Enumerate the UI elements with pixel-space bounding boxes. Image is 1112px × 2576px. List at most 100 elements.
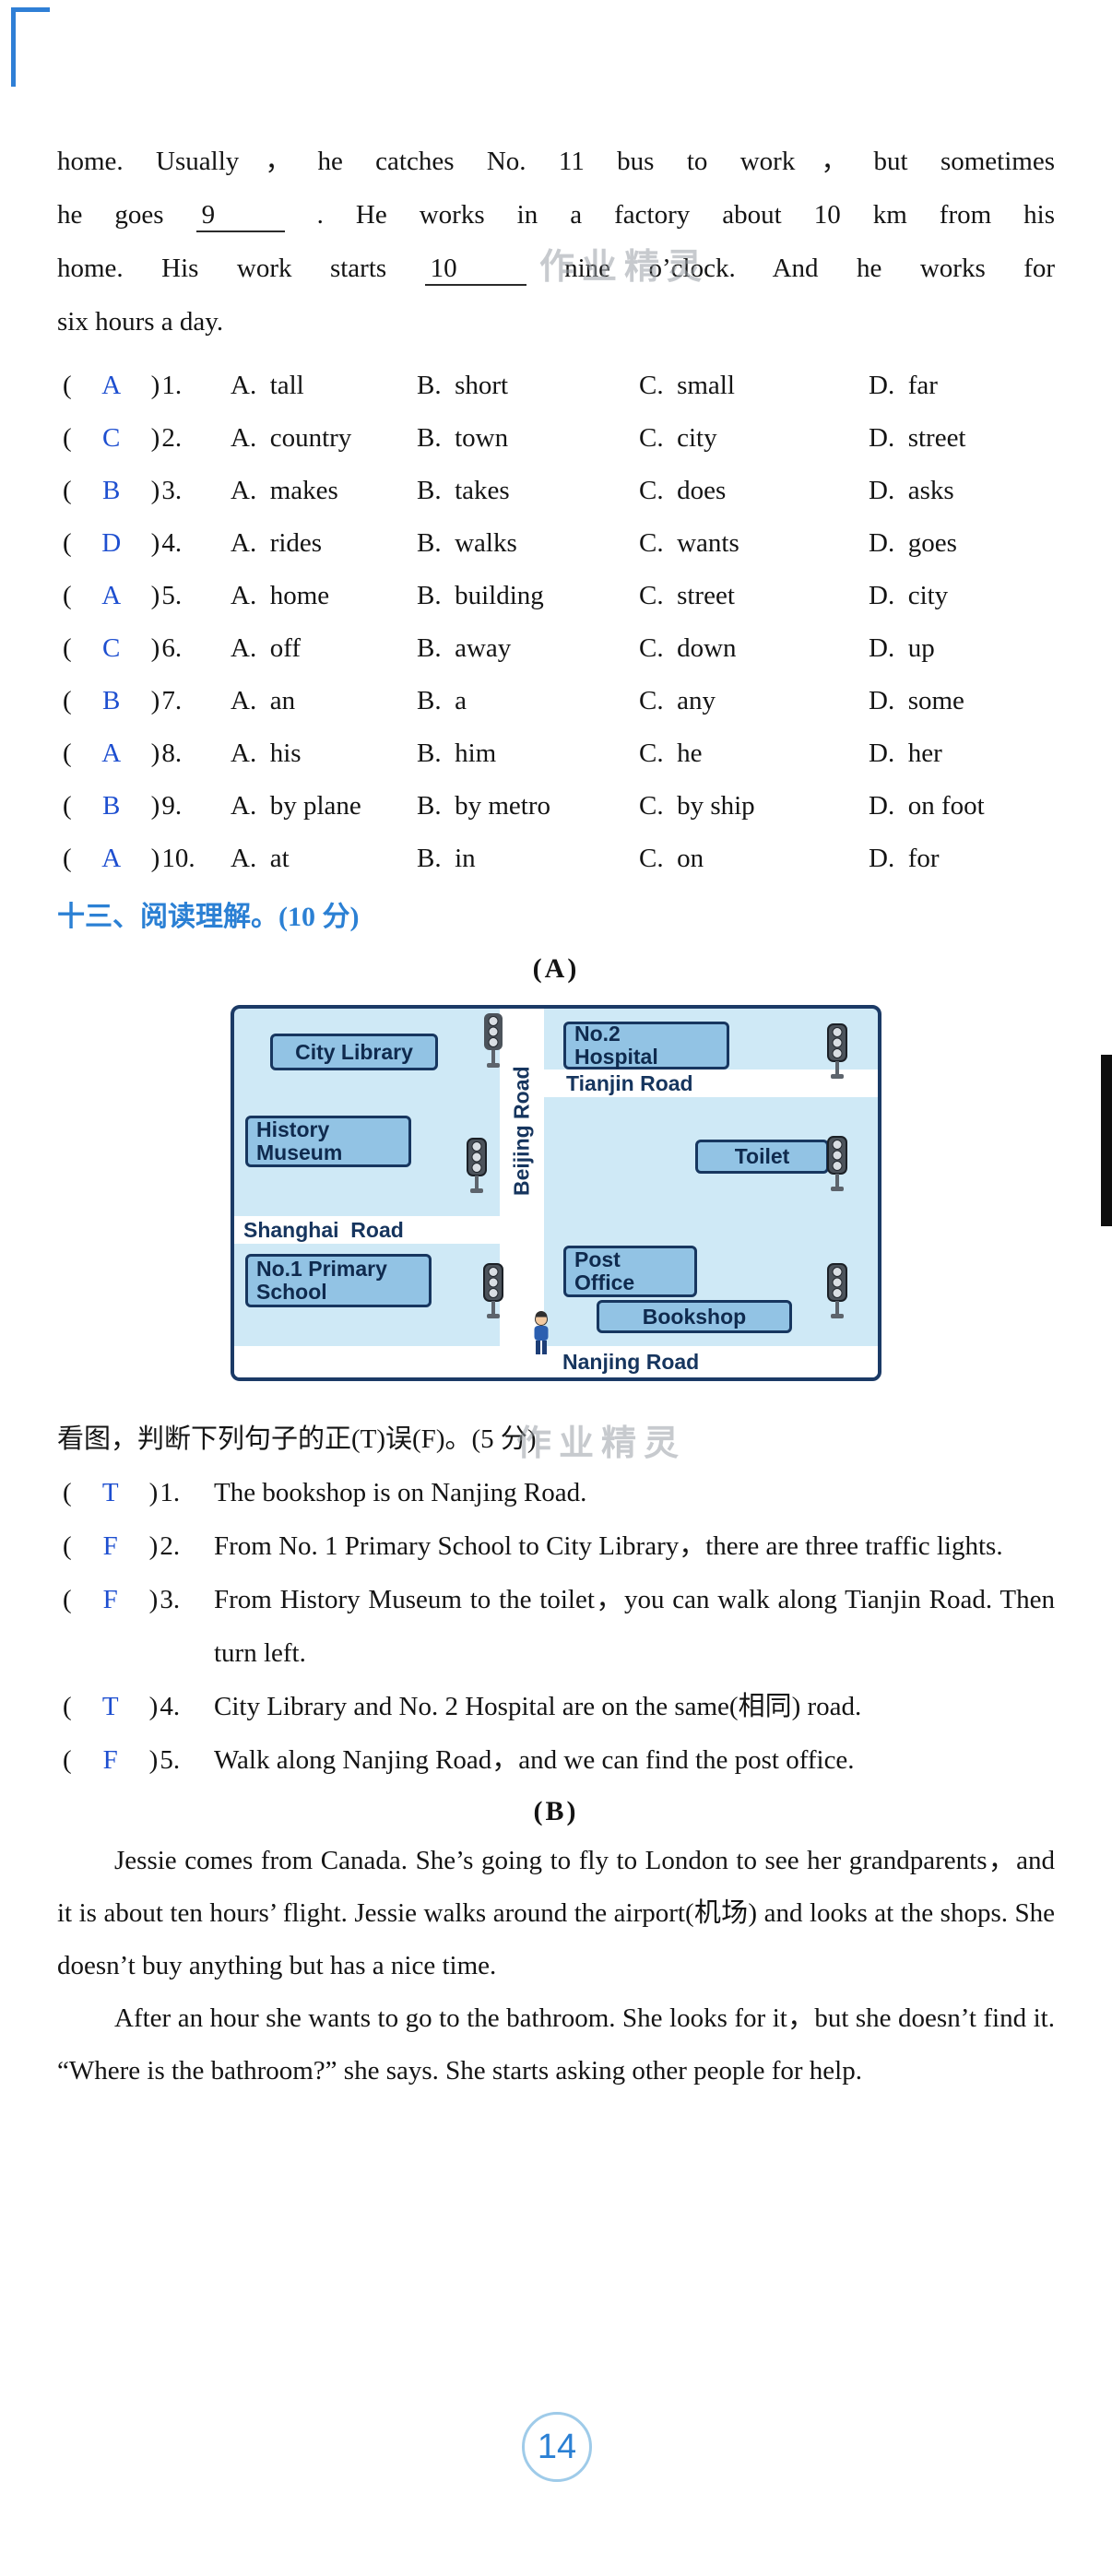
mc-row-8: (A)8. A. his B. him C. he D. her bbox=[57, 727, 1055, 780]
mc-number: 8. bbox=[161, 739, 183, 768]
mc-answer: A bbox=[101, 739, 122, 768]
mc-option-a: A. by plane bbox=[231, 791, 361, 821]
traffic-light-icon bbox=[825, 1263, 849, 1320]
mc-option-a: A. an bbox=[231, 686, 296, 715]
paren-open: ( bbox=[63, 528, 72, 558]
mc-row-1: (A)1. A. tall B. short C. small D. far bbox=[57, 360, 1055, 412]
tf-text: City Library and No. 2 Hospital are on t… bbox=[214, 1692, 862, 1721]
mc-option-c: C. city bbox=[639, 423, 717, 453]
multiple-choice-list: (A)1. A. tall B. short C. small D. far (… bbox=[57, 360, 1055, 885]
passage-b-paragraph-1: Jessie comes from Canada. She’s going to… bbox=[57, 1846, 1055, 1980]
mc-answer: C bbox=[102, 423, 121, 453]
passage-line: home. Usually，he catches No. 11 bus to w… bbox=[57, 147, 1055, 176]
building-label: No.1 Primary bbox=[256, 1257, 387, 1282]
tf-answer: T bbox=[101, 1478, 119, 1507]
tf-row-4: (T)4. City Library and No. 2 Hospital ar… bbox=[57, 1680, 1055, 1733]
mc-option-c: C. down bbox=[639, 633, 737, 663]
mc-answer: A bbox=[101, 844, 122, 873]
paren-open: ( bbox=[63, 1478, 72, 1507]
tf-row-5: (F)5. Walk along Nanjing Road，and we can… bbox=[57, 1733, 1055, 1787]
tf-answer-cell: (T)4. bbox=[57, 1680, 214, 1733]
mc-answer-cell: (C)2. bbox=[57, 412, 231, 465]
paren-close: ) bbox=[150, 528, 160, 558]
mc-option-a: A. rides bbox=[231, 528, 323, 558]
mc-option-d: D. goes bbox=[869, 528, 957, 558]
road-tianjin: Tianjin Road bbox=[544, 1069, 878, 1097]
paren-open: ( bbox=[63, 1585, 72, 1614]
paren-open: ( bbox=[63, 791, 72, 821]
mc-answer-cell: ( A)8. bbox=[57, 727, 231, 780]
mc-answer: D bbox=[101, 528, 122, 558]
building-label: Bookshop bbox=[642, 1304, 747, 1329]
mc-option-a: A. country bbox=[231, 423, 352, 453]
tf-answer: F bbox=[102, 1585, 118, 1614]
paren-open: ( bbox=[63, 1692, 72, 1721]
mc-row-5: (A)5. A. home B. building C. street D. c… bbox=[57, 570, 1055, 622]
mc-option-c: C. does bbox=[639, 476, 727, 505]
mc-option-b: B. takes bbox=[417, 476, 510, 505]
building-bookshop: Bookshop bbox=[597, 1300, 792, 1333]
road-shanghai: Shanghai Road bbox=[234, 1216, 500, 1244]
paren-open: ( bbox=[63, 1745, 72, 1775]
building-history-museum: History Museum bbox=[245, 1116, 411, 1167]
building-no2-hospital: No.2 Hospital bbox=[563, 1022, 729, 1069]
mc-row-6: (C)6. A. off B. away C. down D. up bbox=[57, 622, 1055, 675]
mc-number: 6. bbox=[161, 633, 183, 663]
paren-open: ( bbox=[63, 1531, 72, 1561]
tf-answer-cell: ( F)2. bbox=[57, 1519, 214, 1573]
part-b-label: (B) bbox=[533, 1796, 579, 1826]
road-label-beijing: Beijing Road bbox=[509, 1066, 534, 1197]
mc-answer: C bbox=[102, 633, 121, 663]
mc-row-7: (B)7. A. an B. a C. any D. some bbox=[57, 675, 1055, 727]
street-map: Tianjin Road Shanghai Road Nanjing Road … bbox=[231, 1005, 881, 1381]
mc-option-a: A. tall bbox=[231, 371, 304, 400]
mc-answer-cell: (A)5. bbox=[57, 570, 231, 622]
corner-decoration bbox=[11, 7, 50, 87]
mc-option-b: B. building bbox=[417, 581, 544, 610]
building-label: Toilet bbox=[734, 1144, 790, 1169]
mc-number: 4. bbox=[161, 528, 183, 558]
mc-option-d: D. far bbox=[869, 371, 938, 400]
paren-open: ( bbox=[63, 371, 72, 400]
mc-answer-cell: (B)9. bbox=[57, 780, 231, 833]
mc-answer-cell: (B)7. bbox=[57, 675, 231, 727]
mc-option-a: A. his bbox=[231, 739, 302, 768]
tf-text: From No. 1 Primary School to City Librar… bbox=[214, 1531, 1003, 1561]
person-icon bbox=[527, 1311, 555, 1362]
paren-close: ) bbox=[150, 844, 160, 873]
mc-number: 9. bbox=[161, 791, 183, 821]
passage-text: he goes bbox=[57, 200, 164, 230]
traffic-light-icon bbox=[481, 1012, 505, 1069]
mc-option-c: C. wants bbox=[639, 528, 739, 558]
mc-answer: A bbox=[101, 371, 122, 400]
mc-answer: B bbox=[102, 791, 121, 821]
passage-b-paragraph-2: After an hour she wants to go to the bat… bbox=[57, 2003, 1055, 2086]
mc-option-a: A. at bbox=[231, 844, 290, 873]
paren-close: ) bbox=[148, 1531, 159, 1561]
tf-number: 3. bbox=[160, 1585, 181, 1614]
passage-line: he goes 9 . He works in a factory about … bbox=[57, 188, 1055, 242]
traffic-light-icon bbox=[481, 1263, 505, 1320]
tf-number: 2. bbox=[160, 1531, 181, 1561]
traffic-light-icon bbox=[825, 1136, 849, 1193]
mc-option-d: D. city bbox=[869, 581, 949, 610]
cloze-blank-9: 9 bbox=[195, 201, 285, 232]
paren-close: ) bbox=[150, 739, 160, 768]
mc-option-a: A. off bbox=[231, 633, 301, 663]
mc-number: 10. bbox=[161, 844, 195, 873]
paren-open: ( bbox=[63, 423, 72, 453]
part-a-label: (A) bbox=[532, 953, 580, 984]
tf-answer-cell: (T)1. bbox=[57, 1466, 214, 1519]
mc-option-d: D. her bbox=[869, 739, 942, 768]
mc-option-b: B. town bbox=[417, 423, 509, 453]
mc-row-10: (A)10. A. at B. in C. on D. for bbox=[57, 833, 1055, 885]
paren-open: ( bbox=[63, 739, 72, 768]
mc-row-3: (B)3. A. makes B. takes C. does D. asks bbox=[57, 465, 1055, 517]
passage-text: home. His work starts bbox=[57, 254, 387, 283]
tf-row-1: (T)1. The bookshop is on Nanjing Road. bbox=[57, 1466, 1055, 1519]
tf-answer: T bbox=[101, 1692, 119, 1721]
tf-instructions: 看图，判断下列句子的正(T)误(F)。(5 分) bbox=[57, 1424, 537, 1454]
building-no1-primary-school: No.1 Primary School bbox=[245, 1254, 432, 1307]
tf-answer: F bbox=[102, 1531, 118, 1561]
building-toilet: Toilet bbox=[695, 1140, 829, 1174]
